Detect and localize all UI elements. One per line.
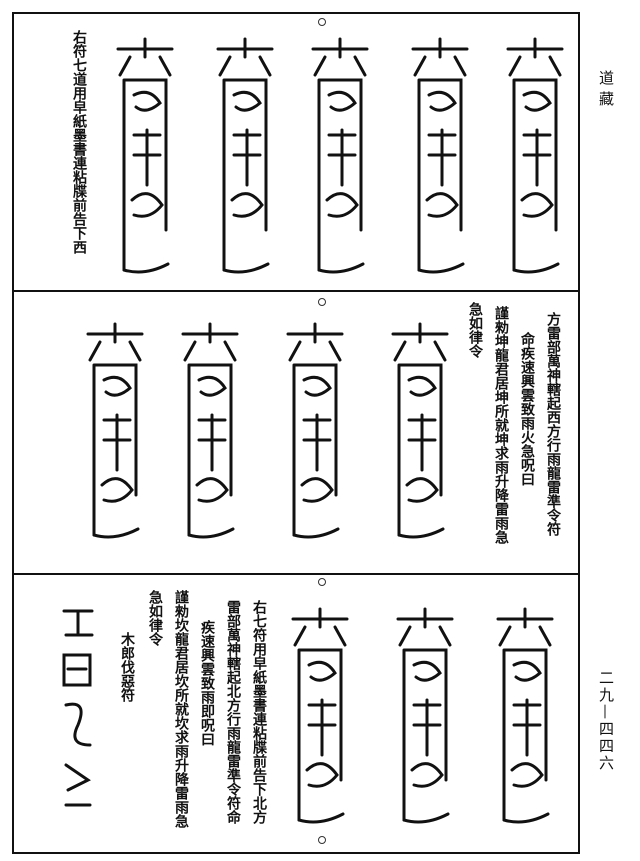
talisman-glyph <box>396 607 454 824</box>
talisman-title: 木郎伐惡符 <box>119 632 135 702</box>
incantation-line: 方雷部萬神轄起西方行雨龍雷準令符 <box>545 312 561 536</box>
binding-hole <box>318 298 326 306</box>
panel-divider <box>12 573 580 575</box>
talisman-glyph <box>286 322 344 539</box>
incantation-line: 謹勑坎龍君居坎所就坎求雨升降雷雨急 <box>173 590 189 828</box>
talisman-glyph <box>181 322 239 539</box>
talisman-glyph <box>116 37 174 274</box>
incantation-line: 急如律令 <box>467 302 483 358</box>
talisman-glyph <box>86 322 144 539</box>
page-number: 二九—四四六 <box>597 670 615 772</box>
talisman-glyph <box>506 37 564 274</box>
incantation-line: 雷部萬神轄起北方行雨龍雷準令符命 <box>225 600 241 824</box>
collection-title: 道藏 <box>597 70 615 112</box>
incantation-line: 疾速興雲致雨即呪曰 <box>199 620 215 746</box>
incantation-line: 命疾速興雲致雨火急呪曰 <box>519 332 535 486</box>
binding-hole <box>318 578 326 586</box>
talisman-glyph <box>311 37 369 274</box>
talisman-glyph <box>411 37 469 274</box>
talisman-glyph <box>291 607 349 824</box>
talisman-glyph <box>496 607 554 824</box>
panel-divider <box>12 290 580 292</box>
binding-hole <box>318 836 326 844</box>
page-frame <box>12 12 580 854</box>
incantation-line: 右七符用皁紙墨書連粘牒前告下北方 <box>251 600 267 824</box>
talisman-glyph <box>391 322 449 539</box>
talisman-glyph <box>216 37 274 274</box>
talisman-note: 右符七道用皁紙墨書連粘牒前告下西 <box>71 30 87 254</box>
talisman-glyph <box>62 609 94 807</box>
incantation-line: 急如律令 <box>147 590 163 646</box>
incantation-line: 謹勑坤龍君居坤所就坤求雨升降雷雨急 <box>493 306 509 544</box>
binding-hole <box>318 18 326 26</box>
